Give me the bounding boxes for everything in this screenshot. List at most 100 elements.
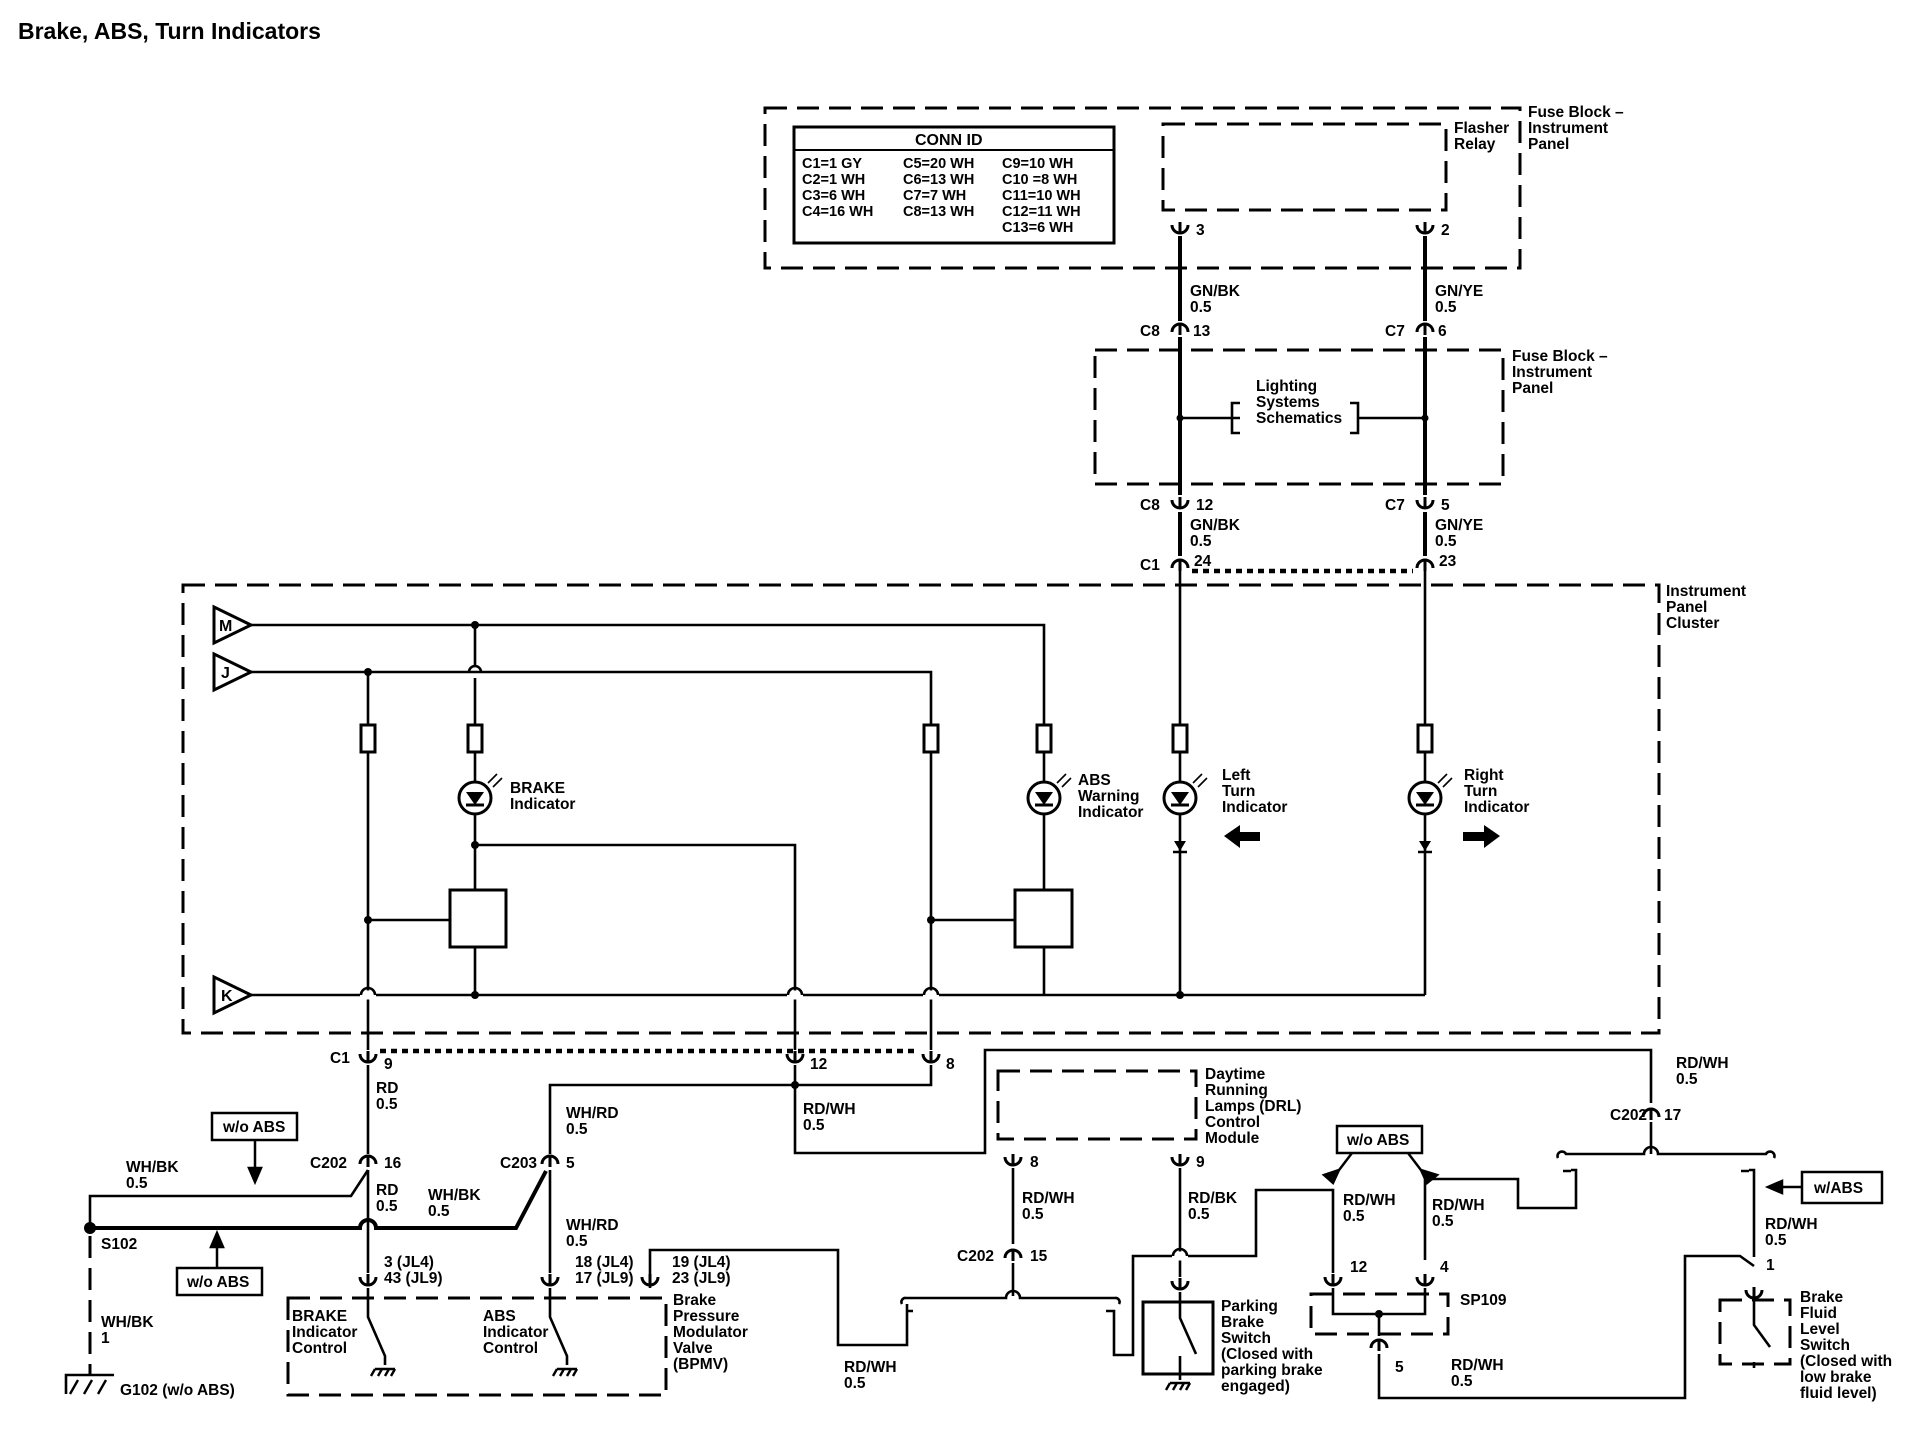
svg-text:K: K (221, 988, 233, 1005)
svg-text:Right: Right (1464, 767, 1504, 784)
svg-text:C8=13 WH: C8=13 WH (903, 204, 974, 220)
svg-text:C202: C202 (310, 1155, 347, 1172)
svg-text:C10 =8 WH: C10 =8 WH (1002, 172, 1077, 188)
svg-text:8: 8 (1030, 1154, 1039, 1171)
svg-text:Panel: Panel (1666, 599, 1707, 616)
svg-text:ABS: ABS (1078, 772, 1111, 789)
svg-text:C4=16 WH: C4=16 WH (802, 204, 873, 220)
svg-text:Systems: Systems (1256, 394, 1320, 411)
svg-text:WH/BK: WH/BK (126, 1159, 179, 1176)
svg-text:Panel: Panel (1512, 380, 1553, 397)
svg-text:C13=6 WH: C13=6 WH (1002, 220, 1073, 236)
svg-text:C7: C7 (1385, 497, 1405, 514)
wire-label-gnbk-a: GN/BK 0.5 (1190, 283, 1241, 316)
wire-label-whbk-g: WH/BK 1 (101, 1314, 154, 1347)
svg-text:RD: RD (376, 1182, 398, 1199)
svg-text:RD/WH: RD/WH (1343, 1192, 1396, 1209)
svg-text:RD/WH: RD/WH (1676, 1055, 1729, 1072)
svg-text:GN/YE: GN/YE (1435, 517, 1483, 534)
svg-text:0.5: 0.5 (428, 1203, 450, 1220)
svg-text:Indicator: Indicator (1078, 804, 1143, 821)
svg-text:3: 3 (1196, 222, 1205, 239)
svg-text:Modulator: Modulator (673, 1324, 748, 1341)
svg-text:C9=10 WH: C9=10 WH (1002, 156, 1073, 172)
svg-text:C202: C202 (1610, 1107, 1647, 1124)
svg-text:43 (JL9): 43 (JL9) (384, 1270, 443, 1287)
svg-text:0.5: 0.5 (844, 1375, 866, 1392)
svg-text:Brake: Brake (673, 1292, 716, 1309)
svg-text:4: 4 (1440, 1259, 1449, 1276)
svg-text:C6=13 WH: C6=13 WH (903, 172, 974, 188)
svg-text:C1: C1 (1140, 557, 1160, 574)
wire-label-whbk-a: WH/BK 0.5 (126, 1159, 179, 1192)
svg-text:Indicator: Indicator (483, 1324, 548, 1341)
svg-text:Indicator: Indicator (1222, 799, 1287, 816)
svg-text:0.5: 0.5 (376, 1198, 398, 1215)
svg-text:0.5: 0.5 (566, 1233, 588, 1250)
svg-text:C7=7 WH: C7=7 WH (903, 188, 966, 204)
svg-text:WH/RD: WH/RD (566, 1217, 619, 1234)
svg-text:9: 9 (384, 1056, 393, 1073)
svg-text:(Closed with: (Closed with (1800, 1353, 1892, 1370)
svg-text:Brake: Brake (1800, 1289, 1843, 1306)
svg-text:WH/BK: WH/BK (101, 1314, 154, 1331)
svg-text:Flasher: Flasher (1454, 120, 1509, 137)
svg-text:17: 17 (1664, 1107, 1681, 1124)
svg-text:24: 24 (1194, 553, 1212, 570)
svg-text:ABS: ABS (483, 1308, 516, 1325)
svg-text:C2=1 WH: C2=1 WH (802, 172, 865, 188)
wire-label-whrd-b: WH/RD 0.5 (566, 1217, 619, 1250)
svg-text:Indicator: Indicator (1464, 799, 1529, 816)
abs-warning-indicator-label: ABS Warning Indicator (1078, 772, 1143, 821)
svg-text:Fluid: Fluid (1800, 1305, 1837, 1322)
svg-text:C202: C202 (957, 1248, 994, 1265)
drl-module-outline (996, 1069, 1198, 1141)
svg-text:C12=11 WH: C12=11 WH (1002, 204, 1081, 220)
svg-text:Schematics: Schematics (1256, 410, 1342, 427)
conn-id-table: CONN ID C1=1 GY C2=1 WH C3=6 WH C4=16 WH… (792, 125, 1116, 245)
svg-text:fluid level): fluid level) (1800, 1385, 1877, 1402)
svg-text:C1=1 GY: C1=1 GY (802, 156, 862, 172)
svg-text:0.5: 0.5 (1190, 299, 1212, 316)
svg-text:Switch: Switch (1800, 1337, 1850, 1354)
svg-text:RD/WH: RD/WH (844, 1359, 897, 1376)
svg-text:0.5: 0.5 (566, 1121, 588, 1138)
svg-text:RD/WH: RD/WH (803, 1101, 856, 1118)
svg-text:Fuse Block –: Fuse Block – (1512, 348, 1608, 365)
pin-label-abs-ctl: 18 (JL4) 17 (JL9) (575, 1254, 634, 1287)
svg-text:12: 12 (1196, 497, 1213, 514)
svg-text:0.5: 0.5 (126, 1175, 148, 1192)
svg-text:low brake: low brake (1800, 1369, 1872, 1386)
svg-text:Control: Control (292, 1340, 347, 1357)
svg-text:(BPMV): (BPMV) (673, 1356, 728, 1373)
svg-text:C3=6 WH: C3=6 WH (802, 188, 865, 204)
svg-text:GN/BK: GN/BK (1190, 517, 1241, 534)
svg-text:5: 5 (566, 1155, 575, 1172)
svg-text:Brake: Brake (1221, 1314, 1264, 1331)
wo-abs-badge-3: w/o ABS (1335, 1124, 1424, 1155)
svg-text:0.5: 0.5 (1190, 533, 1212, 550)
wire-label-rdwh-sp12: RD/WH 0.5 (1343, 1192, 1396, 1225)
svg-text:Lighting: Lighting (1256, 378, 1317, 395)
svg-text:Control: Control (483, 1340, 538, 1357)
brake-indicator-control-label: BRAKE Indicator Control (292, 1308, 357, 1357)
svg-text:Instrument: Instrument (1666, 583, 1746, 600)
svg-text:5: 5 (1395, 1359, 1404, 1376)
right-turn-indicator-label: Right Turn Indicator (1464, 767, 1529, 816)
svg-text:3 (JL4): 3 (JL4) (384, 1254, 434, 1271)
left-arrow-icon (1224, 825, 1260, 848)
svg-text:0.5: 0.5 (1188, 1206, 1210, 1223)
svg-text:C8: C8 (1140, 497, 1160, 514)
lighting-schematics-ref: Lighting Systems Schematics (1256, 378, 1342, 427)
wire-label-rdwh-bot: RD/WH 0.5 (844, 1359, 897, 1392)
ground-g102-label: G102 (w/o ABS) (120, 1382, 235, 1399)
parking-brake-switch-label: Parking Brake Switch (Closed with parkin… (1221, 1298, 1323, 1395)
left-arrow-small-icon (1764, 1179, 1802, 1195)
svg-text:0.5: 0.5 (1343, 1208, 1365, 1225)
flasher-relay-label: Flasher Relay (1454, 120, 1509, 153)
svg-text:Daytime: Daytime (1205, 1066, 1266, 1083)
wire-label-rdwh-bf: RD/WH 0.5 (1765, 1216, 1818, 1249)
svg-text:0.5: 0.5 (1765, 1232, 1787, 1249)
wire-label-gnye-a: GN/YE 0.5 (1435, 283, 1483, 316)
svg-text:0.5: 0.5 (1022, 1206, 1044, 1223)
